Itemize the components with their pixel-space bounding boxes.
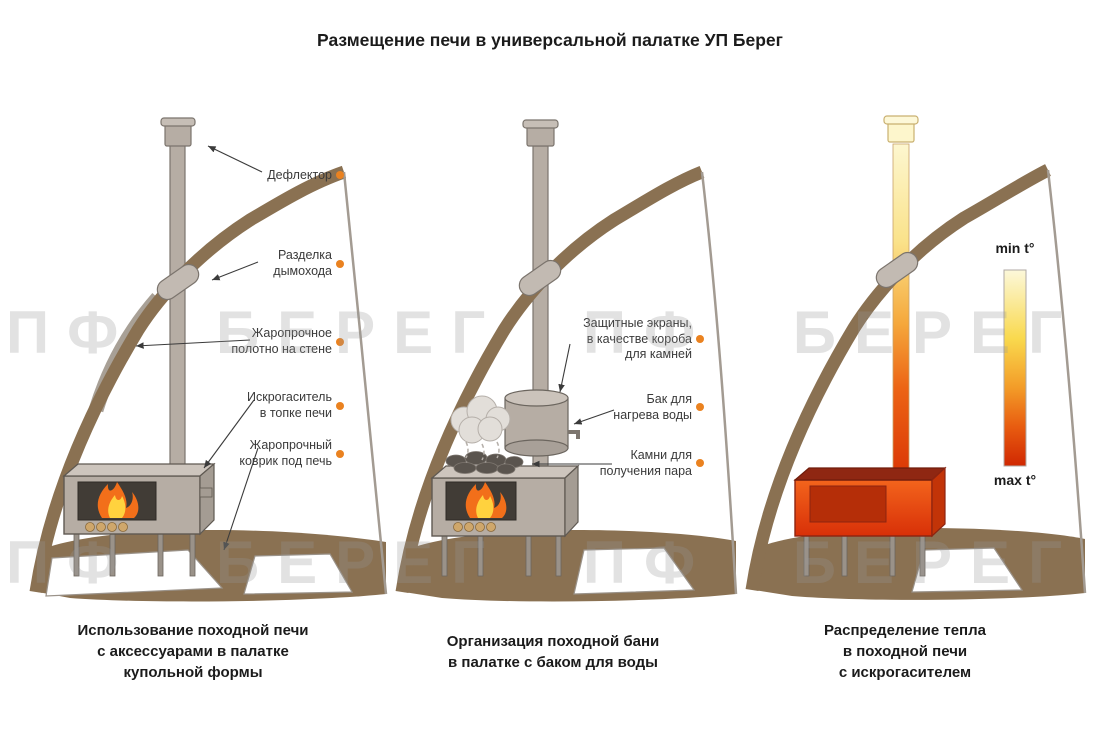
firewood-logs bbox=[85, 522, 128, 532]
flue-collar bbox=[156, 263, 200, 301]
stove-side-stub bbox=[199, 487, 213, 498]
tent-right-edge bbox=[1046, 169, 1087, 594]
tent-right-edge bbox=[700, 171, 738, 595]
label-dots bbox=[336, 171, 344, 458]
stove-door bbox=[809, 485, 887, 523]
panel-bath-tent-stove: Защитные экраны, в качестве короба для к… bbox=[392, 80, 742, 610]
tent-diagram-1 bbox=[29, 117, 388, 602]
panel-dome-tent-stove: Дефлектор Разделка дымохода Жаропрочное … bbox=[10, 80, 390, 610]
fire-flame-inner bbox=[108, 495, 126, 518]
chimney-pipe-heat bbox=[892, 143, 910, 471]
deflector bbox=[883, 115, 919, 143]
label-dots bbox=[696, 335, 704, 467]
floor-mat-right bbox=[243, 553, 354, 595]
panel2-caption: Организация походной бани в палатке с ба… bbox=[446, 633, 660, 671]
panel3-caption: Распределение тепла в походной печи с ис… bbox=[823, 622, 986, 681]
flue-collar bbox=[518, 259, 562, 297]
sauna-stones bbox=[445, 451, 524, 475]
panel1-caption: Использование походной печи с аксессуара… bbox=[77, 622, 309, 681]
deflector bbox=[160, 117, 196, 147]
fire-flame-inner bbox=[476, 495, 494, 518]
legend-max-label: max t° bbox=[993, 472, 1037, 488]
stove-legs bbox=[441, 535, 562, 577]
stove-hot bbox=[793, 466, 947, 577]
deflector bbox=[522, 119, 559, 147]
firewood-logs bbox=[453, 522, 496, 532]
heat-legend-bar bbox=[1003, 269, 1027, 467]
stove-top bbox=[62, 463, 216, 477]
label-wall-cloth: Жаропрочное полотно на стене bbox=[231, 326, 332, 356]
steam-cloud bbox=[450, 395, 511, 444]
label-spark-arrester: Искрогаситель в топке печи bbox=[246, 390, 332, 420]
stove-side bbox=[199, 462, 215, 536]
stove-side bbox=[931, 466, 946, 538]
leader-lines bbox=[135, 145, 263, 551]
label-protective-screens: Защитные экраны, в качестве короба для к… bbox=[583, 316, 692, 361]
flue-collar bbox=[875, 251, 919, 289]
stove bbox=[62, 462, 216, 577]
tent-fabric-arc bbox=[745, 164, 1051, 591]
label-flue-collar: Разделка дымохода bbox=[273, 248, 332, 278]
floor-mat-right bbox=[573, 547, 696, 595]
page-title: Размещение печи в универсальной палатке … bbox=[317, 30, 783, 50]
water-tank bbox=[504, 389, 580, 457]
stove-top bbox=[793, 467, 947, 481]
legend-min-label: min t° bbox=[995, 240, 1035, 256]
tent-diagram-3 bbox=[745, 115, 1087, 600]
chimney-pipe bbox=[169, 143, 186, 471]
tank-tap bbox=[568, 430, 580, 439]
stove-side bbox=[564, 464, 579, 538]
steam-wisps bbox=[465, 441, 500, 461]
tent-fabric-arc bbox=[395, 165, 705, 593]
tent-right-edge bbox=[342, 171, 388, 595]
label-deflector: Дефлектор bbox=[267, 168, 332, 182]
floor-mat-right bbox=[911, 547, 1024, 593]
label-steam-stones: Камни для получения пара bbox=[599, 448, 692, 478]
label-stove-mat: Жаропрочный коврик под печь bbox=[239, 438, 332, 468]
panel-heat-distribution: min t° max t° bbox=[742, 80, 1092, 610]
tent-diagram-2 bbox=[395, 119, 738, 602]
floor-mat-under-stove bbox=[45, 549, 224, 597]
leader-lines bbox=[532, 343, 615, 468]
label-water-tank: Бак для нагрева воды bbox=[613, 392, 692, 422]
